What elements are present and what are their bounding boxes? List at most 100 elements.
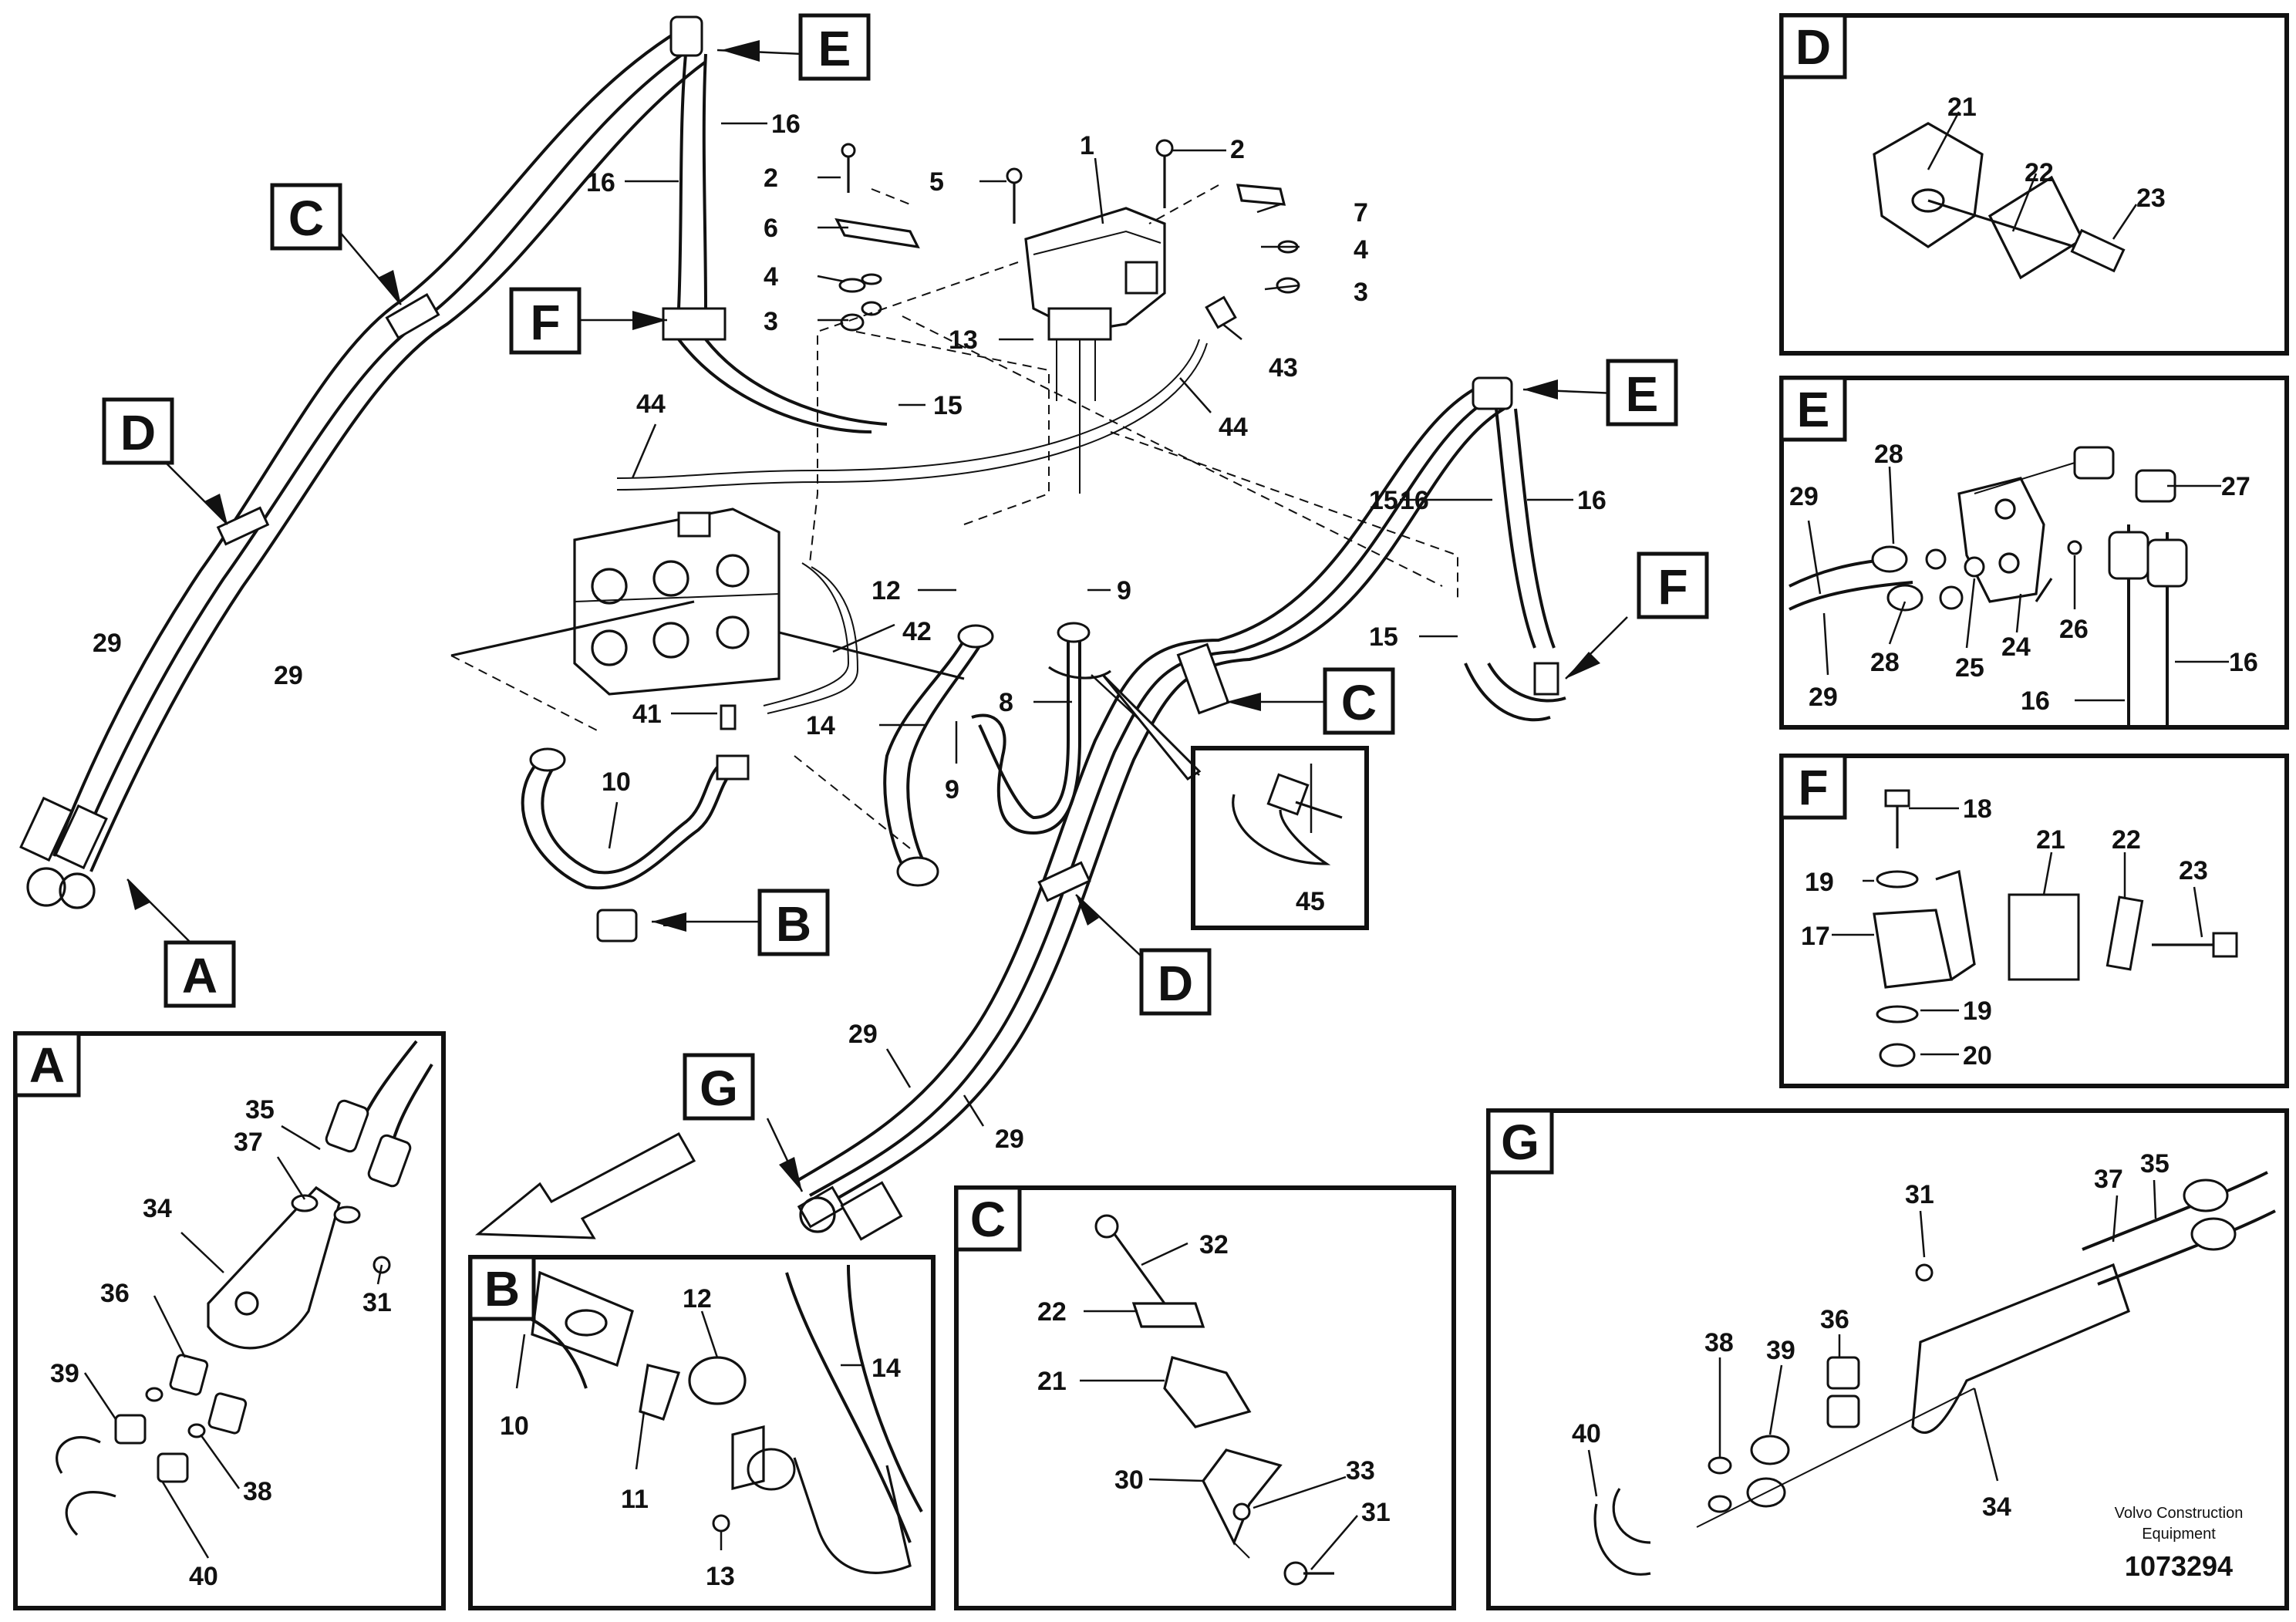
leader-lines [83, 111, 2229, 1570]
part-label: 1 [1080, 131, 1094, 160]
tag-d-right: D [1158, 956, 1193, 1011]
part-label: 29 [995, 1125, 1024, 1154]
detail-e-frame [1779, 376, 2289, 730]
part-label: 8 [999, 688, 1013, 717]
part-label: 16 [586, 168, 615, 197]
part-label: 31 [1361, 1498, 1391, 1527]
part-label: 29 [1809, 683, 1838, 712]
part-label: 34 [1982, 1492, 2011, 1522]
tag-f-left: F [530, 295, 560, 350]
part-label: 3 [764, 307, 778, 336]
upper-hose-16 [662, 15, 888, 433]
part-label: 31 [362, 1288, 392, 1317]
part-number-labels: 1 2 2 5 6 7 4 4 3 3 13 15 43 44 44 16 16… [50, 93, 2258, 1591]
detail-f-tag: F [1798, 760, 1828, 815]
part-label: 16 [2229, 648, 2258, 677]
part-label: 16 [1400, 486, 1429, 515]
part-label: 35 [2140, 1149, 2170, 1179]
view-tags: E C F D A B G E F C D D E F G A B [13, 13, 1847, 1321]
part-label: 14 [806, 711, 835, 740]
part-label: 9 [945, 775, 959, 804]
part-label: 32 [1199, 1230, 1229, 1259]
part-label: 7 [1354, 198, 1368, 228]
part-label: 9 [1117, 576, 1131, 605]
part-label: 39 [50, 1359, 79, 1388]
part-label: 23 [2136, 184, 2166, 213]
hoses-14-8 [883, 622, 1111, 887]
part-label: 28 [1874, 440, 1903, 469]
main-assembly [19, 15, 1628, 1241]
detail-g-frame [1486, 1108, 2289, 1610]
part-label: 36 [1820, 1305, 1849, 1334]
part-label: 21 [2036, 825, 2065, 855]
part-label: 34 [143, 1194, 172, 1223]
part-label: 38 [243, 1477, 272, 1506]
tag-b-main: B [776, 896, 811, 952]
part-label: 27 [2221, 472, 2250, 501]
brand-line-1: Volvo Construction [2115, 1505, 2244, 1522]
part-label: 19 [1963, 996, 1992, 1026]
part-label: 15 [1369, 486, 1398, 515]
detail-b-graphic [477, 1264, 923, 1574]
dashed-guides [450, 184, 1458, 926]
detail-d-tag: D [1795, 19, 1831, 75]
part-label: 40 [189, 1562, 218, 1591]
left-hose-pair [19, 29, 707, 909]
right-hose-pair [797, 376, 1566, 1241]
part-label: 5 [929, 167, 944, 197]
tag-f-right: F [1657, 559, 1687, 615]
pipe-10 [521, 747, 750, 943]
part-label: 4 [764, 262, 778, 292]
detail-a-tag: A [29, 1037, 65, 1093]
part-label: 19 [1805, 868, 1834, 897]
brand-line-2: Equipment [2142, 1526, 2216, 1543]
part-label: 16 [771, 110, 801, 139]
part-label: 45 [1296, 887, 1325, 916]
detail-b-frame [468, 1255, 936, 1610]
part-label: 25 [1955, 653, 1984, 683]
part-label: 20 [1963, 1041, 1992, 1071]
part-label: 14 [872, 1354, 901, 1383]
part-label: 30 [1114, 1465, 1144, 1495]
footer-block: Volvo Construction Equipment 1073294 [2115, 1505, 2244, 1582]
detail-d-frame [1779, 13, 2289, 356]
detail-f-frame [1779, 754, 2289, 1088]
part-label: 29 [274, 661, 303, 690]
tag-e-right: E [1626, 366, 1659, 422]
part-label: 13 [706, 1562, 735, 1591]
part-label: 23 [2179, 856, 2208, 885]
part-label: 16 [1577, 486, 1607, 515]
tag-c-right: C [1341, 675, 1377, 730]
part-label: 17 [1801, 922, 1830, 951]
part-label: 21 [1947, 93, 1977, 122]
part-label: 37 [2094, 1165, 2123, 1194]
part-label: 2 [764, 164, 778, 193]
control-valve [616, 207, 1237, 494]
part-label: 13 [949, 325, 978, 355]
valve-fasteners [834, 139, 1300, 332]
part-label: 35 [245, 1095, 275, 1125]
part-label: 21 [1037, 1367, 1067, 1396]
part-label: 22 [2025, 158, 2054, 187]
detail-c-frame [954, 1185, 1456, 1610]
valve-block [573, 508, 859, 730]
part-label: 24 [2001, 632, 2031, 662]
part-label: 43 [1269, 353, 1298, 383]
part-label: 29 [93, 629, 122, 658]
detail-frames [13, 13, 2289, 1610]
part-label: 2 [1230, 135, 1245, 164]
part-label: 28 [1870, 648, 1900, 677]
part-label: 40 [1572, 1419, 1601, 1448]
part-label: 44 [636, 389, 666, 419]
part-label: 12 [872, 576, 901, 605]
part-label: 31 [1905, 1180, 1934, 1209]
part-label: 15 [933, 391, 963, 420]
detail-e-graphic [1789, 446, 2188, 725]
detail-a-frame [13, 1031, 446, 1610]
detail-g-tag: G [1501, 1114, 1539, 1170]
part-label: 10 [602, 767, 631, 797]
tag-a-main: A [182, 948, 217, 1003]
detail-g-graphic [1593, 1171, 2276, 1576]
part-label: 22 [1037, 1297, 1067, 1327]
